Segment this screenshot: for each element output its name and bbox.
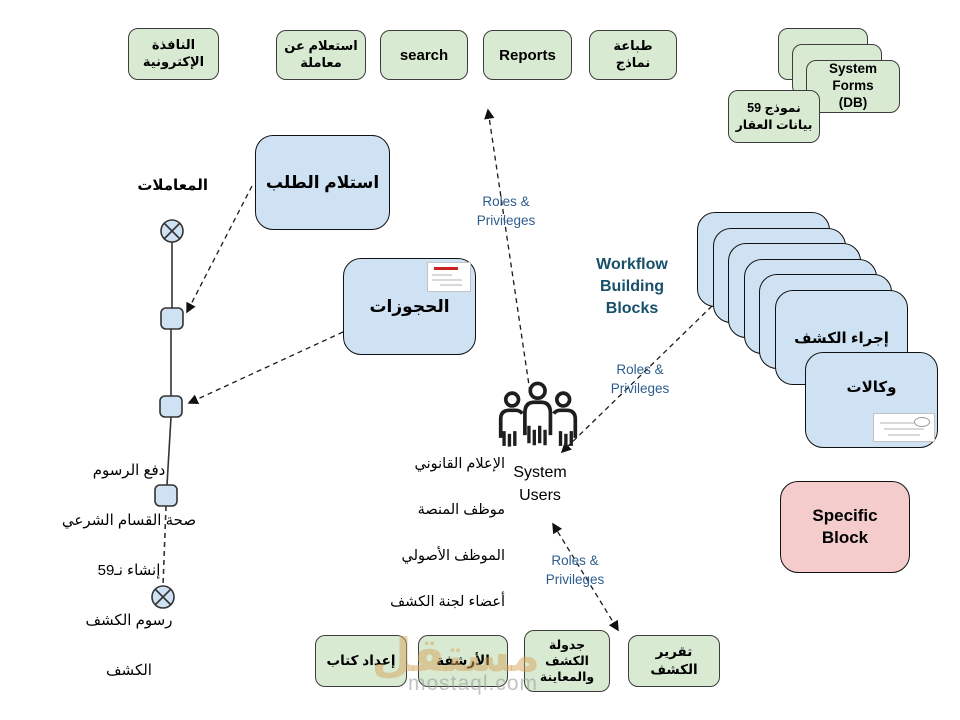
box-transaction-inquiry: استعلام عن معاملة (276, 30, 366, 80)
box-archiving: الأرشفة (418, 635, 508, 687)
forms-stack-front: System Forms (DB) (806, 60, 900, 113)
user-role-item: الموظف الأصولي (401, 548, 505, 564)
timeline-step-node (154, 484, 178, 507)
box-search: search (380, 30, 468, 80)
arrow-users-to-search (484, 108, 531, 393)
box-specific-block: Specific Block (780, 481, 910, 573)
arrow-receive-to-timeline (186, 185, 253, 314)
system-users-group-icon (498, 381, 578, 447)
box-prepare-letter: إعداد كتاب (315, 635, 407, 687)
step-item: ... (40, 708, 218, 720)
box-inspection-report: تقرير الكشف (628, 635, 720, 687)
step-item: إنشاء نـ59 (97, 562, 161, 579)
timeline-step-node (159, 395, 183, 418)
system-users-title: System Users (513, 464, 567, 504)
box-print-forms: طباعة نماذج (589, 30, 677, 80)
roles-privileges-label-middle: Roles & Privileges (610, 362, 670, 396)
box-receive-request: استلام الطلب (255, 135, 390, 230)
user-role-item: موظف المنصة (417, 502, 505, 518)
arrow-blocks-to-users (560, 305, 713, 454)
arrow-reservations-to-timeline (187, 331, 344, 405)
transactions-timeline (151, 219, 184, 609)
box-electronic-window: النافذة الإكترونية (128, 28, 219, 80)
step-item: الكشف (106, 662, 152, 679)
step-item: صحة القسام الشرعي (61, 512, 197, 529)
agencies-document-thumbnail (873, 413, 935, 442)
user-role-item: أعضاء لجنة الكشف (390, 594, 505, 610)
user-role-item: الإعلام القانوني (414, 456, 505, 472)
roles-privileges-label-top: Roles & Privileges (476, 194, 536, 228)
dashed-arrows (186, 108, 713, 632)
box-scheduling: جدولة الكشف والمعاينة (524, 630, 610, 692)
workflow-title: Workflow Building Blocks (596, 256, 668, 317)
step-item: دفع الرسوم (92, 462, 166, 479)
roles-privileges-label-bottom: Roles & Privileges (545, 553, 605, 587)
reservations-document-thumbnail (427, 262, 471, 292)
mostaql-watermark-logo: مستقل (371, 629, 540, 681)
transactions-title: المعاملات (137, 177, 208, 194)
step-item: رسوم الكشف (85, 612, 173, 629)
box-form59: نموذج 59 بيانات العقار (728, 90, 820, 143)
timeline-step-node (160, 307, 184, 330)
transactions-steps-list: دفع الرسوم صحة القسام الشرعي إنشاء نـ59 … (40, 433, 218, 720)
box-reports: Reports (483, 30, 572, 80)
mostaql-watermark-domain: mostaql.com (407, 672, 539, 695)
arrow-users-to-bottom (552, 522, 619, 632)
